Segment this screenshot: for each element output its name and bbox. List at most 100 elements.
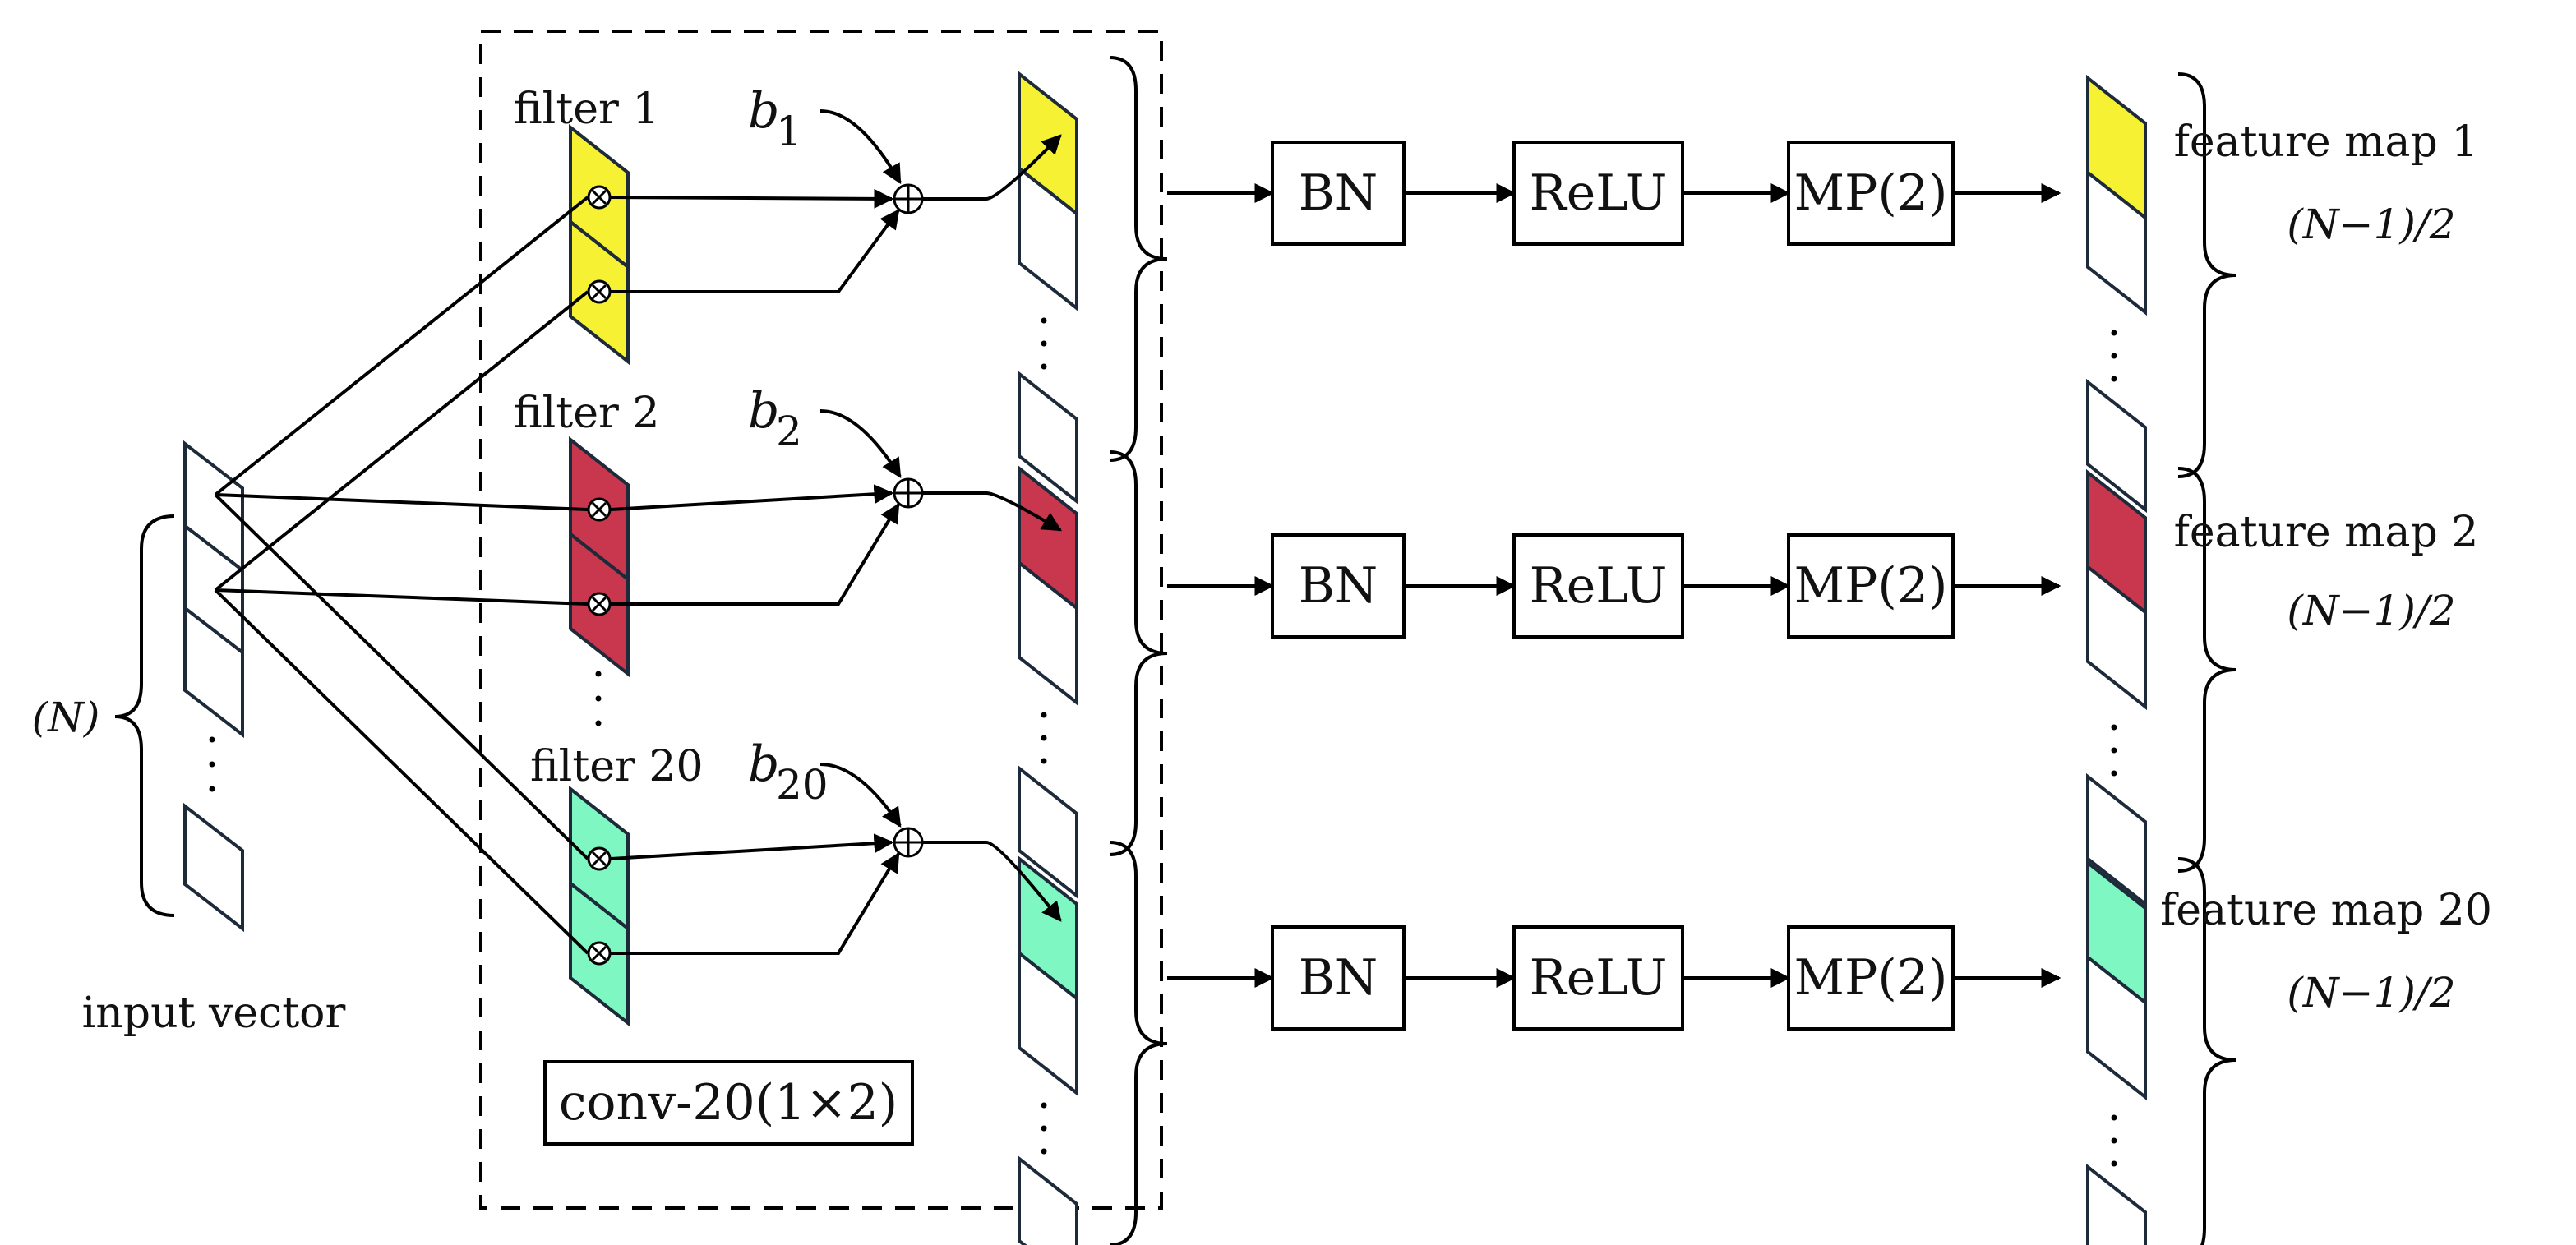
ellipsis-dots xyxy=(2111,376,2117,382)
pipeline-label: BN xyxy=(1299,557,1378,615)
sum-wire xyxy=(922,134,1062,201)
input-wire xyxy=(215,588,589,606)
product-wire xyxy=(610,833,894,860)
bias-label: b xyxy=(748,382,779,440)
input-wire xyxy=(214,588,589,955)
circle-times-icon xyxy=(587,185,612,210)
input-size-label: (N) xyxy=(32,694,100,741)
feature-map-cell xyxy=(2086,1163,2147,1245)
pipeline-label: ReLU xyxy=(1530,557,1668,615)
feature-map-label: feature map 20 xyxy=(2160,886,2492,935)
circle-plus-icon xyxy=(893,477,924,509)
ellipsis-dots xyxy=(595,695,602,702)
pipeline-box-mp2 xyxy=(1787,925,1955,1031)
bias-label: b xyxy=(748,82,779,140)
feature-map-size: (N−1)/2 xyxy=(2287,969,2455,1017)
circle-times-icon xyxy=(587,279,612,304)
feature-map-brace xyxy=(2177,857,2237,1245)
ellipsis-dots xyxy=(1041,340,1047,347)
input-wire xyxy=(214,196,589,496)
input-vector-label: input vector xyxy=(82,989,346,1038)
ellipsis-dots xyxy=(1041,712,1047,718)
ellipsis-dots xyxy=(2111,770,2117,777)
ellipsis-dots xyxy=(1041,363,1047,370)
filter-label: filter 20 xyxy=(530,742,704,791)
bias-subscript: 1 xyxy=(776,108,802,155)
input-wire xyxy=(214,290,589,592)
conv-output-cell xyxy=(1018,1155,1078,1245)
product-wire xyxy=(610,484,894,511)
circle-times-icon xyxy=(587,846,612,871)
ellipsis-dots xyxy=(1041,1148,1047,1155)
circle-times-icon xyxy=(587,497,612,522)
filter-label: filter 1 xyxy=(514,85,659,134)
ellipsis-dots xyxy=(2111,1114,2117,1121)
conv-output-cell xyxy=(1018,370,1078,505)
pipeline-box-relu xyxy=(1512,141,1684,246)
input-wire xyxy=(215,493,589,511)
input-vector xyxy=(183,440,244,933)
product-wire xyxy=(610,188,894,209)
conv-layer-region xyxy=(479,30,1163,1210)
feature-map-cell xyxy=(2086,953,2147,1101)
product-wire xyxy=(611,209,900,293)
feature-map-label: feature map 2 xyxy=(2174,508,2479,557)
conv-output-cell xyxy=(1018,164,1078,312)
pipeline-box-bn xyxy=(1271,141,1406,246)
pipeline-label: BN xyxy=(1299,164,1378,222)
pipeline-label: BN xyxy=(1299,949,1378,1007)
input-cell xyxy=(183,802,244,933)
pipeline-box-mp2 xyxy=(1787,533,1955,639)
bias-wire xyxy=(819,109,902,185)
feature-map-brace xyxy=(2177,72,2237,478)
feature-map-cell xyxy=(2086,772,2147,908)
circle-times-icon xyxy=(587,941,612,966)
input-cell xyxy=(183,604,244,739)
ellipsis-dots xyxy=(209,736,215,743)
filter-label: filter 2 xyxy=(514,389,659,438)
input-brace xyxy=(114,514,175,917)
input-wire xyxy=(214,493,589,860)
circle-plus-icon xyxy=(893,827,924,858)
ellipsis-dots xyxy=(595,720,602,726)
conv-output-brace xyxy=(1109,450,1168,856)
product-wire xyxy=(611,502,900,606)
feature-map-size: (N−1)/2 xyxy=(2287,201,2455,248)
circle-times-icon xyxy=(587,592,612,616)
ellipsis-dots xyxy=(2111,330,2117,336)
ellipsis-dots xyxy=(2111,1137,2117,1144)
conv-output-cell xyxy=(1018,559,1078,707)
feature-map-cell xyxy=(2086,378,2147,514)
ellipsis-dots xyxy=(1041,1125,1047,1132)
product-wire xyxy=(611,851,900,955)
bias-subscript: 2 xyxy=(776,408,802,455)
feature-map-brace xyxy=(2177,467,2237,873)
ellipsis-dots xyxy=(1041,758,1047,764)
feature-map-cell xyxy=(2086,168,2147,316)
pipeline-label: MP(2) xyxy=(1794,164,1948,222)
conv-label: conv-20(1×2) xyxy=(559,1074,898,1132)
ellipsis-dots xyxy=(209,761,215,768)
ellipsis-dots xyxy=(2111,1160,2117,1167)
bias-wire xyxy=(819,763,902,828)
pipeline-box-mp2 xyxy=(1787,141,1955,246)
conv-output-cell xyxy=(1018,764,1078,900)
feature-map-size: (N−1)/2 xyxy=(2287,587,2455,634)
ellipsis-dots xyxy=(1041,735,1047,741)
pipeline-label: ReLU xyxy=(1530,164,1668,222)
pipeline-box-bn xyxy=(1271,925,1406,1031)
ellipsis-dots xyxy=(1041,1102,1047,1109)
feature-map-cell xyxy=(2086,563,2147,711)
conv-output-cell xyxy=(1018,949,1078,1097)
ellipsis-dots xyxy=(2111,353,2117,359)
feature-map-label: feature map 1 xyxy=(2174,118,2479,167)
ellipsis-dots xyxy=(209,786,215,792)
pipeline-label: ReLU xyxy=(1530,949,1668,1007)
bias-label: b xyxy=(748,735,779,793)
ellipsis-dots xyxy=(2111,724,2117,731)
